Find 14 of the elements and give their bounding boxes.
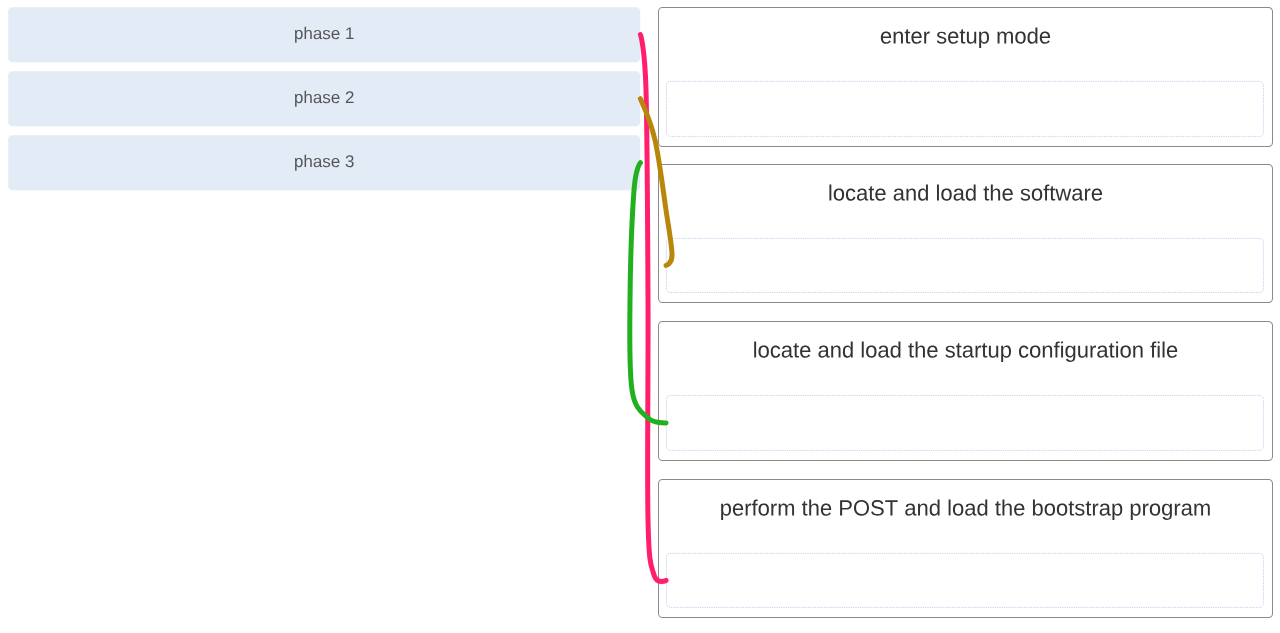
drop-box <box>666 395 1264 451</box>
drop-box <box>666 553 1264 608</box>
connector-line <box>637 32 669 584</box>
step-card: perform the POST and load the bootstrap program <box>658 479 1273 618</box>
phase-box: phase 1 <box>8 7 641 63</box>
drop-box <box>666 81 1264 137</box>
connector-line <box>627 160 669 426</box>
step-card: locate and load the startup configuration file <box>658 321 1273 461</box>
drop-box <box>666 238 1264 293</box>
step-card: locate and load the software <box>658 164 1273 303</box>
connector-line <box>637 96 675 268</box>
phase-box: phase 2 <box>8 71 641 127</box>
phase-box: phase 3 <box>8 135 641 191</box>
step-card: enter setup mode <box>658 7 1273 147</box>
